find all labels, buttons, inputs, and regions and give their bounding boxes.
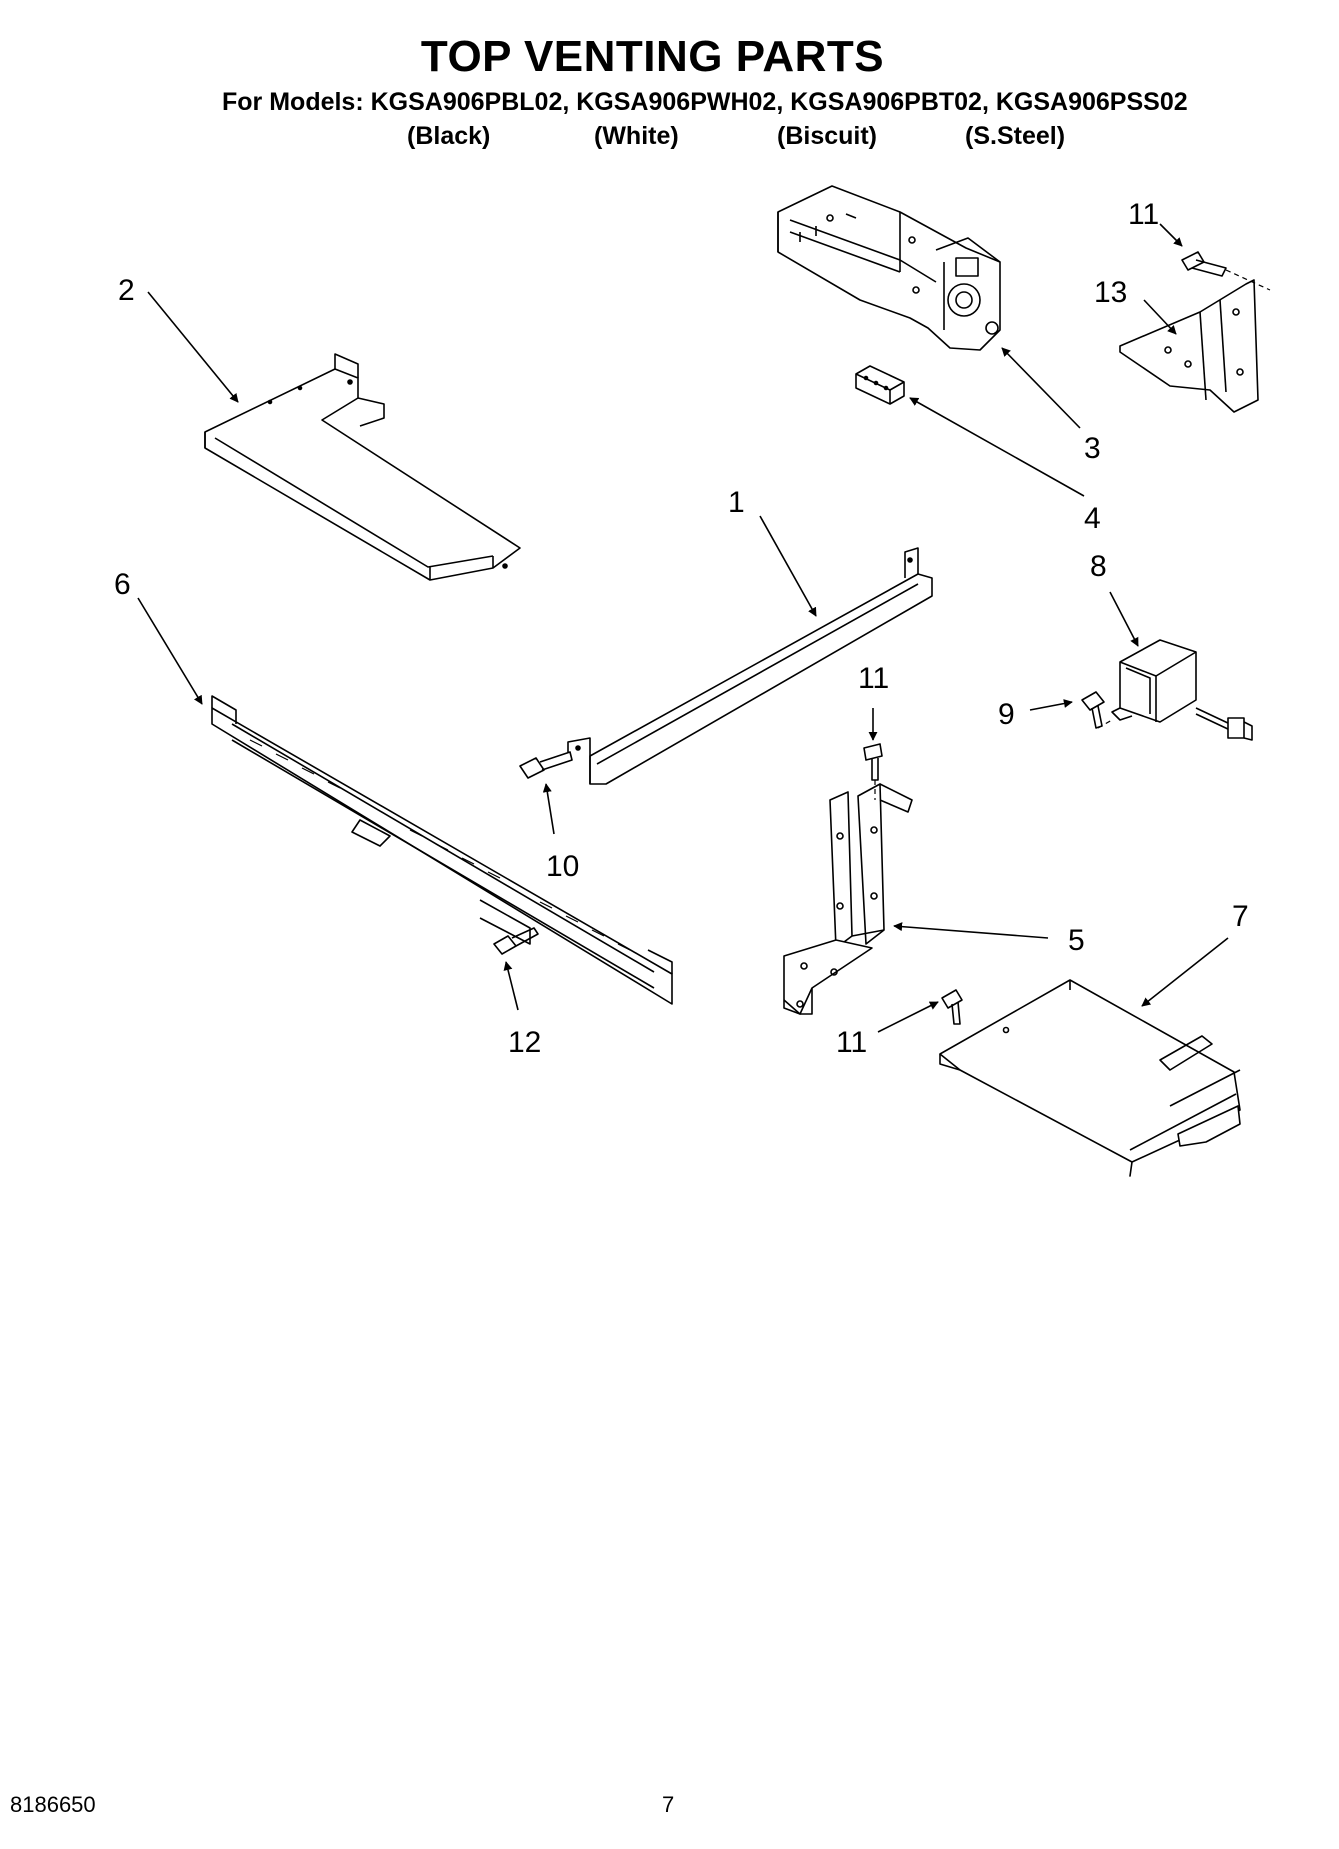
- alignment-lines: [874, 269, 1271, 800]
- callout-8: 8: [1090, 550, 1107, 583]
- part-2-vent-channel: [204, 353, 521, 581]
- color-label-white: (White): [594, 122, 679, 150]
- callout-11-mid: 11: [858, 662, 889, 695]
- callout-10: 10: [546, 850, 579, 883]
- screw-12: [493, 927, 539, 955]
- models-line: For Models: KGSA906PBL02, KGSA906PWH02, …: [222, 88, 1188, 116]
- callout-11-bottom: 11: [836, 1026, 867, 1059]
- part-13-mounting-bracket: [1119, 279, 1259, 413]
- page-title: TOP VENTING PARTS: [420, 32, 885, 81]
- part-4-spacer-block: [855, 365, 905, 405]
- leader-arrow-11-bottom: [877, 1001, 939, 1033]
- callout-3: 3: [1084, 432, 1101, 465]
- callout-9: 9: [998, 698, 1015, 731]
- part-6-louver-strip: [211, 695, 673, 1005]
- leader-arrow-4: [909, 397, 1085, 497]
- screw-9: [1081, 691, 1105, 729]
- callout-12: 12: [508, 1026, 541, 1059]
- leader-arrow-3: [1001, 347, 1081, 429]
- leader-arrow-9: [1029, 699, 1073, 711]
- callout-4: 4: [1084, 502, 1101, 535]
- callout-7: 7: [1232, 900, 1249, 933]
- screw-11-bottom: [941, 989, 963, 1025]
- callout-1: 1: [728, 486, 745, 519]
- leader-arrow-7: [1141, 937, 1229, 1007]
- leader-arrow-5: [893, 922, 1049, 939]
- color-label-ssteel: (S.Steel): [965, 122, 1066, 150]
- footer-part-number: 8186650: [10, 1792, 96, 1817]
- leader-arrow-8: [1109, 591, 1139, 647]
- part-8-transformer: [1111, 639, 1253, 741]
- leader-arrow-2: [147, 291, 239, 403]
- footer-page-number: 7: [662, 1792, 675, 1817]
- part-3-vent-motor: [777, 185, 1001, 351]
- callout-11-top: 11: [1128, 198, 1159, 231]
- leader-arrow-11-top: [1159, 223, 1183, 247]
- leader-arrow-12: [503, 961, 519, 1011]
- leader-arrow-6: [137, 597, 203, 705]
- part-5-corner-bracket: [783, 783, 913, 1015]
- callout-6: 6: [114, 568, 131, 601]
- color-label-black: (Black): [407, 122, 491, 150]
- callout-2: 2: [118, 274, 135, 307]
- screw-11-top: [1181, 251, 1227, 277]
- screw-10: [519, 751, 573, 779]
- part-7-bottom-plate: [939, 979, 1241, 1177]
- callout-13: 13: [1094, 276, 1127, 309]
- callout-5: 5: [1068, 924, 1085, 957]
- color-label-biscuit: (Biscuit): [777, 122, 877, 150]
- leader-arrow-13: [1143, 299, 1177, 335]
- screw-11-mid: [863, 743, 883, 781]
- leader-arrow-1: [759, 515, 817, 617]
- part-1-front-channel: [567, 547, 933, 785]
- leader-arrow-10: [542, 783, 555, 835]
